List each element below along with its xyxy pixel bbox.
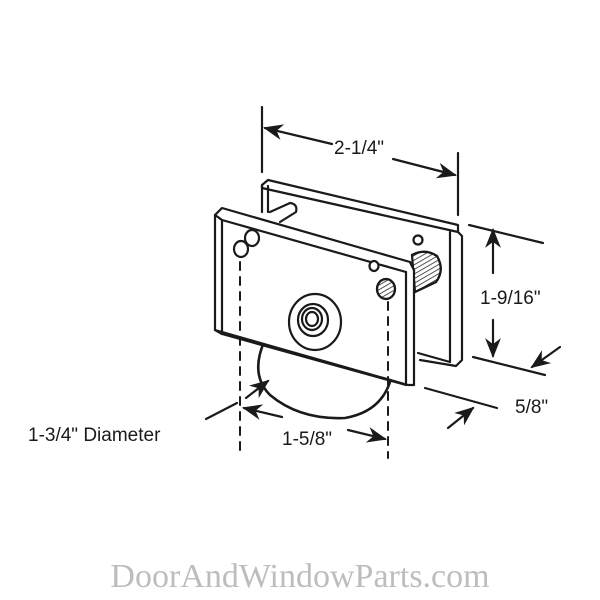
knurled-adjuster <box>410 234 442 294</box>
label-height: 1-9/16" <box>480 288 541 309</box>
front-plate <box>213 206 416 387</box>
axle-pin <box>268 201 298 224</box>
watermark-text: DoorAndWindowParts.com <box>110 558 490 595</box>
hole-centerlines <box>239 261 389 459</box>
dimension-width <box>260 105 460 217</box>
dimension-depth <box>423 386 499 430</box>
back-plate <box>260 178 464 368</box>
label-diameter: 1-3/4" Diameter <box>28 425 161 446</box>
roller-wheel <box>256 340 392 420</box>
dimension-hole-spacing <box>242 404 387 443</box>
label-hole-spacing: 1-5/8" <box>282 429 333 450</box>
dimension-height <box>467 223 562 377</box>
label-width: 2-1/4" <box>334 138 385 159</box>
dimension-diameter <box>204 379 270 421</box>
label-depth: 5/8" <box>515 397 549 418</box>
